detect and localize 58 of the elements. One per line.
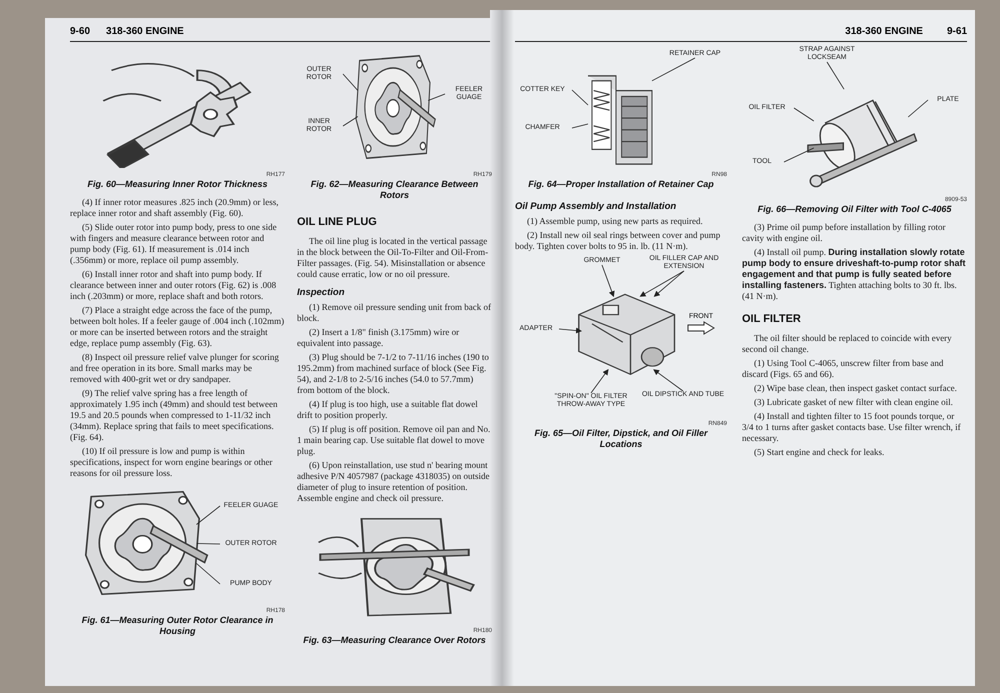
paragraph: (2) Wipe base clean, then inspect gasket contact surface.	[753, 383, 958, 394]
leader-line	[342, 74, 358, 91]
leader-line	[652, 58, 696, 82]
paragraph: (3) Plug should be 7-1/2 to 7-11/16 inches (190 to 195.2mm) from machined surface of block (See Fig. 54), and 2-1/8 to 2-5/16 inches (54.0 to 57.7mm) from bottom of the block.	[297, 352, 490, 396]
leader-line	[342, 116, 358, 126]
running-head: 318-360 ENGINE	[106, 25, 184, 39]
running-head: 318-360 ENGINE	[845, 25, 923, 39]
leader-line	[640, 270, 684, 297]
paragraph: (4) Install and tighten filter to 15 foot pounds torque, or 3/4 to 1 turns after gasket contacts base. Use filter wrench, if necessary.	[742, 411, 962, 444]
paragraph: (2) Insert a 1/8" finish (3.175mm) wire or equivalent into passage.	[297, 327, 460, 349]
leader-line	[784, 148, 814, 162]
figure-caption: Fig. 65—Oil Filter, Dipstick, and Oil Filler Locations	[533, 428, 709, 450]
page-number: 9-61	[946, 25, 967, 39]
leader-line	[602, 264, 615, 298]
figure-caption: Fig. 63—Measuring Clearance Over Rotors	[302, 635, 487, 646]
figure-caption: Fig. 66—Removing Oil Filter with Tool C-4065	[756, 204, 952, 215]
figure-caption: Fig. 62—Measuring Clearance Between Rotors	[310, 179, 480, 201]
leader-line	[572, 124, 588, 128]
section-heading: OIL LINE PLUG	[297, 216, 378, 229]
paragraph: (4) If inner rotor measures .825 inch (20.9mm) or less, replace inner rotor and shaft assembly (Fig. 60).	[70, 197, 280, 219]
paragraph: (5) Slide outer rotor into pump body, press to one side with fingers and measure clearance between rotor and pump body (Fig. 61). If measurement is .014 inch (.356mm) or more, replace oil pump assembly.	[70, 222, 278, 266]
paragraph: The oil line plug is located in the vertical passage in the block between the Oil-To-Filter and Oil-From-Filter passages. (Fig. 54). Misinstallation or absence could cause erratic, low or no oil pressure.	[297, 236, 490, 280]
leader-line	[196, 506, 220, 525]
paragraph: (5) Start engine and check for leaks.	[753, 447, 886, 458]
figure-caption: Fig. 60—Measuring Inner Rotor Thickness	[86, 179, 269, 190]
leader-line	[908, 100, 928, 118]
paragraph: (7) Place a straight edge across the face of the pump, between bolt holes. If a feeler gauge of .004 inch (.102mm) or more can be inserted between rotors and the straight edge, replace pump assembly (Fig. 63).	[70, 305, 285, 349]
paragraph: (4) Install oil pump. During installation slowly rotate pump body to ensure driveshaft-to-pump rotor shaft engagement and that pump is fully seated before installing fasteners. Tighten attaching bolts to 30 ft. lbs. (41 N·m).	[742, 247, 967, 302]
paragraph: (3) Lubricate gasket of new filter with clean engine oil.	[753, 397, 954, 408]
leader-line	[572, 90, 588, 106]
paragraph: (2) Install new oil seal rings between cover and pump body. Tighten cover bolts to 95 in. lb. (11 N·m).	[515, 230, 722, 252]
leader-line	[794, 108, 814, 122]
leader-line	[653, 369, 684, 392]
section-heading: OIL FILTER	[742, 313, 802, 326]
paragraph: (9) The relief valve spring has a free length of approximately 1.95 inch (49mm) and should test between 19.5 and 20.5 pounds when compressed to 1-11/32 inch (34mm). Replace spring that fails to meet specifications. (Fig. 64).	[70, 388, 278, 443]
figure-caption: Fig. 64—Proper Installation of Retainer Cap	[527, 179, 715, 190]
leader-line	[654, 270, 684, 297]
paragraph: (1) Assemble pump, using new parts as required.	[526, 216, 704, 227]
leader-line	[428, 94, 446, 101]
paragraph: (10) If oil pressure is low and pump is within specifications, inspect for worn engine bearings or other reasons for oil pressure loss.	[70, 446, 274, 479]
paragraph: (6) Install inner rotor and shaft into pump body. If clearance between inner and outer rotors (Fig. 62) is .008 inch (.203mm) or more, replace shaft and both rotors.	[70, 269, 278, 302]
paragraph: (6) Upon reinstallation, use stud n' bearing mount adhesive P/N 4057987 (package 4318035) on outside diameter of plug to insure retention of position. Assemble engine and check oil pressure.	[297, 460, 490, 504]
leader-line	[826, 62, 844, 90]
subheading: Oil Pump Assembly and Installation	[515, 201, 678, 213]
paragraph: (4) If plug is too high, use a suitable flat dowel drift to position properly.	[297, 399, 479, 421]
paragraph: (1) Remove oil pressure sending unit from back of block.	[297, 302, 492, 324]
paragraph: (5) If plug is off position. Remove oil pan and No. 1 main bearing cap. Use suitable flat dowel to move plug.	[297, 424, 492, 457]
leader-line	[196, 543, 220, 544]
paragraph: (1) Using Tool C-4065, unscrew filter from base and discard (Figs. 65 and 66).	[742, 358, 944, 380]
leader-line	[196, 563, 220, 584]
paragraph: (8) Inspect oil pressure relief valve plunger for scoring and free operation in its bore. Small marks may be removed with 400-grit wet or dry sandpaper.	[70, 352, 280, 385]
leader-line	[558, 328, 582, 334]
figure-caption: Fig. 61—Measuring Outer Rotor Clearance in Housing	[80, 615, 274, 637]
paragraph: (3) Prime oil pump before installation by filling rotor cavity with engine oil.	[742, 222, 946, 244]
page-number: 9-60	[70, 25, 90, 39]
subheading: Inspection	[297, 287, 346, 299]
leader-line	[590, 369, 609, 394]
paragraph: The oil filter should be replaced to coincide with every second oil change.	[742, 333, 953, 355]
